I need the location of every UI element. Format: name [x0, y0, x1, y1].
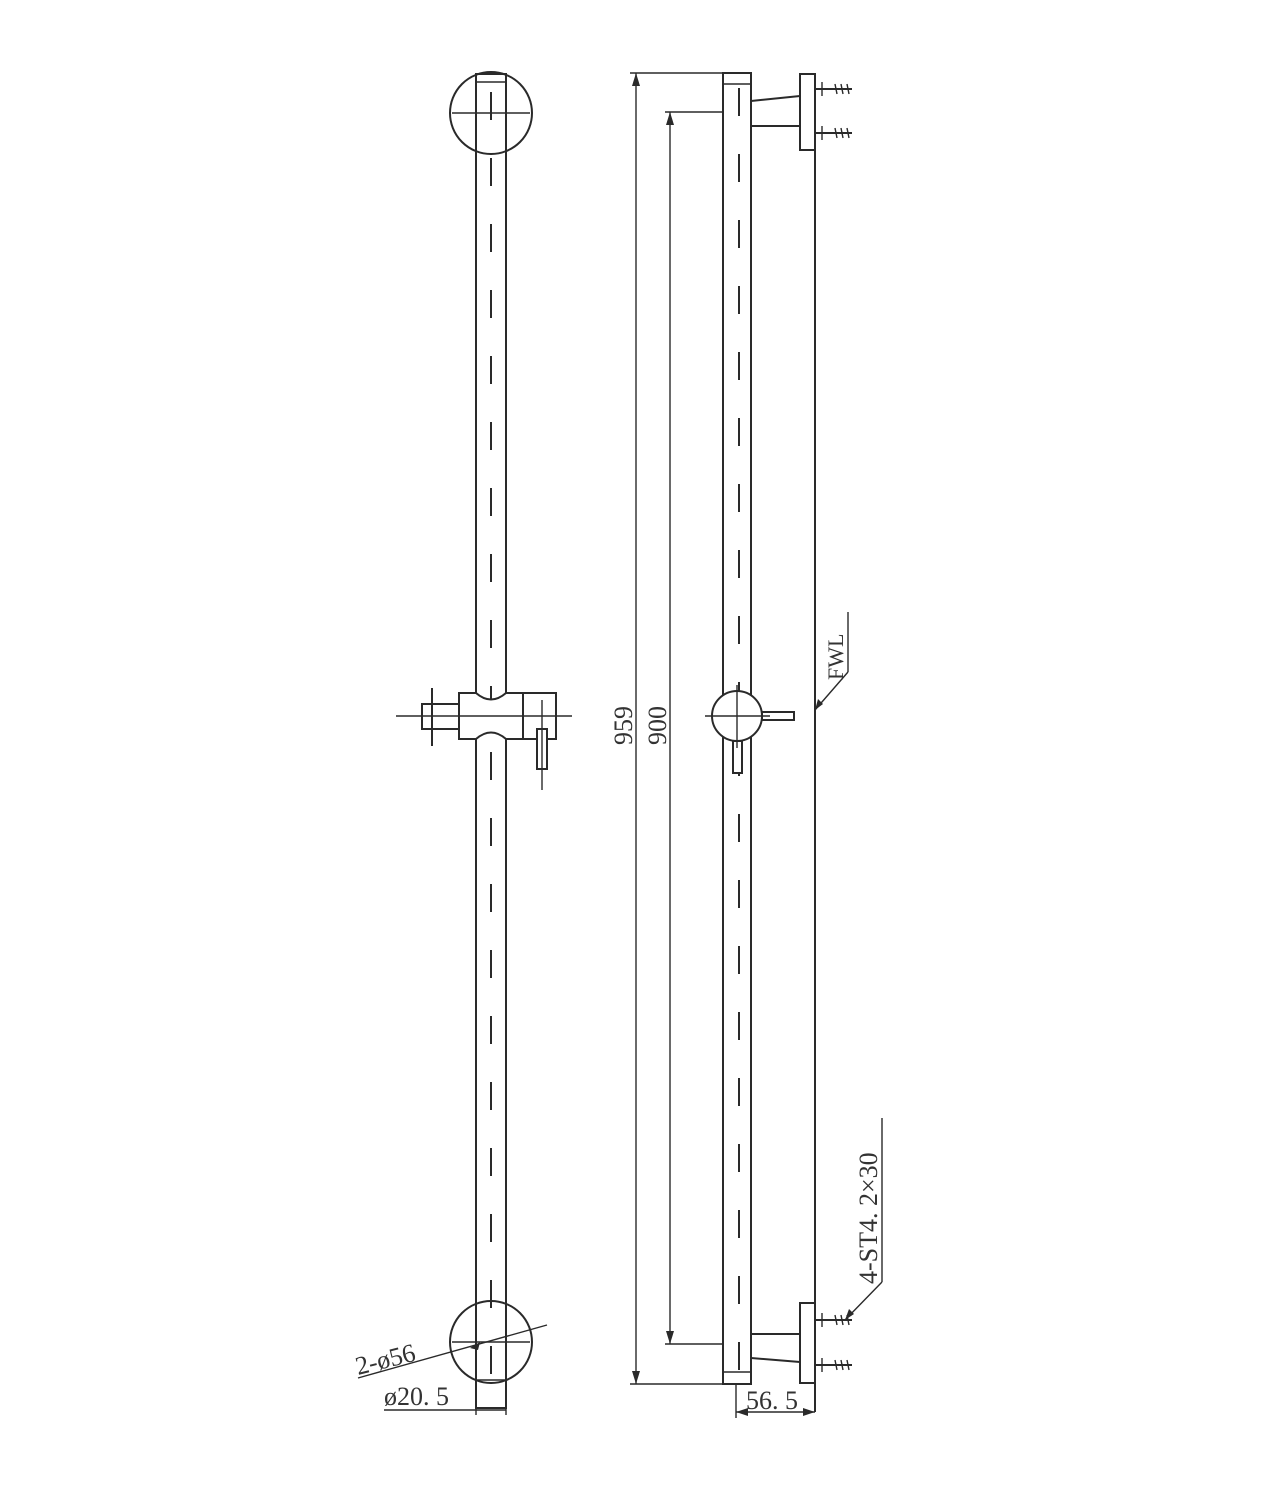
dim-depth-label: 56. 5 [746, 1386, 798, 1415]
front-rail-tube [475, 73, 507, 1409]
flange-dim-arrow [470, 1342, 480, 1350]
side-view: 959 900 56. 5 FWL 4-ST4. 2×30 [609, 72, 883, 1418]
flange-dim-leader [357, 1324, 548, 1379]
screw-label: 4-ST4. 2×30 [854, 1152, 883, 1284]
side-slider [705, 685, 795, 774]
front-view: 2-ø56 ø20. 5 [352, 71, 572, 1415]
tube-dim-label: ø20. 5 [384, 1382, 449, 1411]
top-wall-plate [799, 73, 816, 151]
flange-dim-label: 2-ø56 [352, 1338, 418, 1381]
dim-959-label: 959 [609, 706, 638, 745]
dim-900-label: 900 [643, 706, 672, 745]
fwl-label: FWL [823, 634, 848, 680]
slider-holder [396, 688, 572, 790]
bottom-bracket [750, 1302, 852, 1384]
bottom-wall-plate [799, 1302, 816, 1384]
top-bracket [750, 73, 852, 151]
top-flange-circle [449, 71, 533, 155]
